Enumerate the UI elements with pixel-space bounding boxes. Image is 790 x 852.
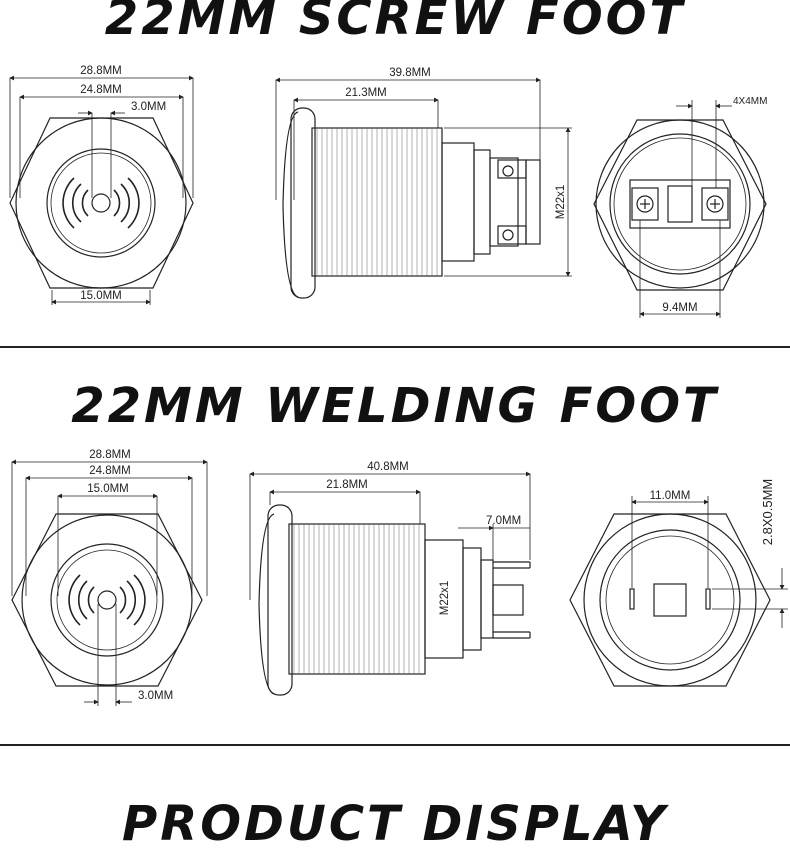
screw-front-dim-small: 3.0MM [131, 101, 166, 113]
screw-terminal-icon [636, 195, 654, 213]
screw-front-view [9, 75, 194, 305]
welding-front-dim-ring: 15.0MM [87, 483, 129, 495]
screw-side-dim-total: 39.8MM [389, 67, 431, 79]
section-divider [0, 346, 790, 348]
welding-back-view [569, 496, 788, 687]
buzzer-wave-icon [62, 177, 140, 229]
welding-front-dim-small: 3.0MM [138, 690, 173, 702]
screw-side-view [275, 77, 572, 299]
welding-front-dim-inner: 24.8MM [89, 465, 131, 477]
welding-front-dim-outer: 28.8MM [89, 449, 131, 461]
screw-foot-title: 22MM SCREW FOOT [104, 0, 686, 46]
welding-foot-title: 22MM WELDING FOOT [71, 378, 719, 434]
buzzer-wave-icon [68, 574, 146, 626]
welding-side-dim-total: 40.8MM [367, 461, 409, 473]
screw-side-thread: M22x1 [555, 185, 567, 220]
thread-lines [293, 524, 420, 674]
welding-side-thread: M22x1 [439, 581, 451, 616]
product-display-title: PRODUCT DISPLAY [122, 796, 668, 852]
screw-front-dim-bottom: 15.0MM [80, 290, 122, 302]
screw-back-dim-terminal: 4X4MM [733, 96, 767, 107]
welding-front-view [11, 459, 208, 706]
screw-front-dim-inner: 24.8MM [80, 84, 122, 96]
welding-back-dim-spacing: 11.0MM [650, 490, 691, 502]
screw-terminal-icon [706, 195, 724, 213]
welding-side-view [249, 471, 531, 696]
screw-back-dim-spacing: 9.4MM [662, 302, 697, 314]
welding-side-dim-pin: 7.0MM [486, 515, 521, 527]
screw-back-view [593, 100, 767, 318]
welding-back-dim-pin: 2.8X0.5MM [760, 479, 775, 545]
section-divider [0, 744, 790, 746]
screw-front-dim-outer: 28.8MM [80, 65, 122, 77]
welding-side-dim-body: 21.8MM [326, 479, 368, 491]
thread-lines [316, 128, 438, 276]
screw-side-dim-body: 21.3MM [345, 87, 387, 99]
